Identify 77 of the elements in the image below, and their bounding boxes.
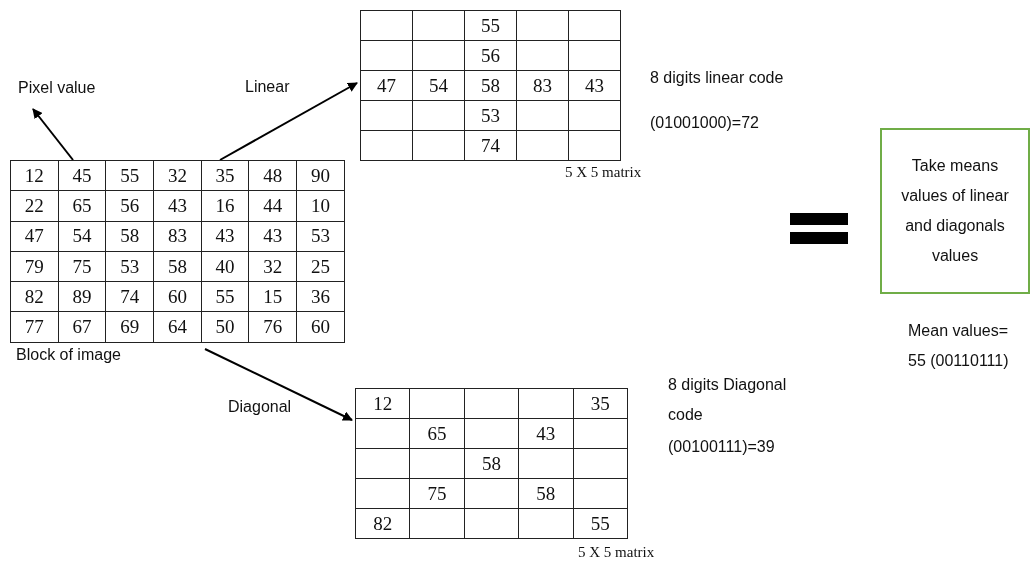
cell-value: 48 [263,164,283,187]
cell-value: 58 [120,225,140,248]
cell-value: 55 [120,164,140,187]
cell-value: 50 [215,316,235,339]
pixel-value-label: Pixel value [18,73,96,103]
cell-value: 32 [167,164,187,187]
cell-value: 56 [481,44,500,67]
cell-value: 90 [310,164,330,187]
cell-value: 43 [585,74,604,97]
cell-value: 69 [120,316,140,339]
cell-value: 45 [72,164,92,187]
cell-value: 53 [120,255,140,278]
cell-value: 55 [215,285,235,308]
cell-value: 76 [263,316,283,339]
cell-value: 82 [373,512,393,535]
result-text: Mean values= 55 (00110111) [908,321,1010,371]
cell-value: 36 [310,285,330,308]
cell-value: 35 [590,392,610,415]
cell-value: 55 [590,512,610,535]
cell-value: 58 [536,482,556,505]
cell-value: 60 [310,316,330,339]
cell-value: 25 [310,255,330,278]
description-text: 8 digits Diagonal code [668,375,788,425]
cell-value: 10 [310,194,330,217]
matrix-caption: 5 X 5 matrix [578,544,656,561]
cell-value: 58 [481,452,501,475]
arrow [204,348,353,421]
description-text: (00100111)=39 [668,437,776,457]
cell-value: 89 [72,285,92,308]
process-text: Take means values of linear and diagonals values [900,156,1010,266]
cell-value: 54 [429,74,448,97]
cell-value: 75 [72,255,92,278]
cell-value: 74 [120,285,140,308]
cell-value: 47 [24,225,44,248]
cell-value: 83 [167,225,187,248]
cell-value: 43 [167,194,187,217]
cell-value: 54 [72,225,92,248]
cell-value: 79 [24,255,44,278]
matrix-table [355,388,628,539]
cell-value: 16 [215,194,235,217]
cell-value: 43 [215,225,235,248]
arrow [219,82,358,161]
cell-value: 15 [263,285,283,308]
cell-value: 64 [167,316,187,339]
pixel-grid-table [10,160,345,343]
cell-value: 53 [310,225,330,248]
description-text: Block of image [16,345,122,365]
cell-value: 55 [481,14,500,37]
cell-value: 82 [24,285,44,308]
cell-value: 67 [72,316,92,339]
cell-value: 65 [72,194,92,217]
cell-value: 12 [24,164,44,187]
cell-value: 65 [427,422,447,445]
cell-value: 53 [481,104,500,127]
cell-value: 32 [263,255,283,278]
cell-value: 22 [24,194,44,217]
cell-value: 12 [373,392,393,415]
description-text: (01001000)=72 [650,113,760,133]
arrow [32,108,74,161]
cell-value: 43 [536,422,556,445]
cell-value: 44 [263,194,283,217]
cell-value: 58 [481,74,500,97]
cell-value: 77 [24,316,44,339]
matrix-caption: 5 X 5 matrix [565,164,643,181]
cell-value: 47 [377,74,396,97]
cell-value: 43 [263,225,283,248]
cell-value: 60 [167,285,187,308]
matrix-table [360,10,621,161]
cell-value: 40 [215,255,235,278]
cell-value: 58 [167,255,187,278]
process-box [880,128,1030,294]
description-text: 8 digits linear code [650,68,785,88]
cell-value: 35 [215,164,235,187]
cell-value: 74 [481,134,500,157]
cell-value: 83 [533,74,552,97]
cell-value: 75 [427,482,447,505]
cell-value: 56 [120,194,140,217]
